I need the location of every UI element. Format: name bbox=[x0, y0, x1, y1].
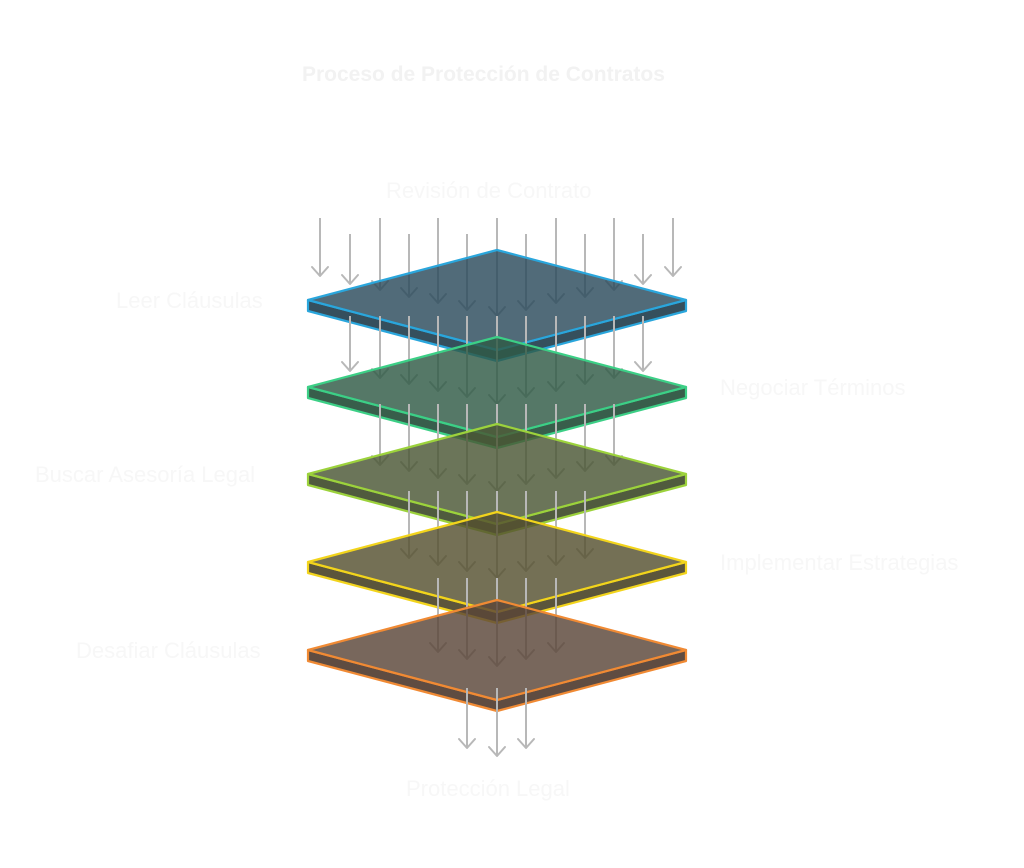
layer-label-1: Leer Cláusulas bbox=[116, 288, 263, 313]
layer-top-3 bbox=[306, 422, 688, 526]
layer-plate-3 bbox=[306, 422, 688, 537]
flow-arrow-layer-2-1 bbox=[341, 316, 359, 372]
diagram-title: Proceso de Protección de Contratos bbox=[302, 63, 665, 86]
flow-arrow-layer-1-13 bbox=[664, 218, 682, 277]
flow-arrow-layer-1-2 bbox=[341, 234, 359, 285]
output-arrow-1 bbox=[458, 688, 476, 749]
layer-label-5: Desafiar Cláusulas bbox=[76, 638, 261, 663]
layer-top-4 bbox=[306, 510, 688, 614]
flow-arrow-layer-2-11 bbox=[634, 316, 652, 372]
layer-top-1 bbox=[306, 248, 688, 352]
output-arrow-3 bbox=[517, 688, 535, 749]
layer-label-2: Negociar Términos bbox=[720, 375, 906, 400]
input-label: Revisión de Contrato bbox=[386, 178, 592, 203]
flow-arrow-layer-1-12 bbox=[634, 234, 652, 285]
layer-top-5 bbox=[306, 598, 688, 702]
flow-arrow-layer-1-1 bbox=[311, 218, 329, 277]
layer-label-3: Buscar Asesoría Legal bbox=[35, 462, 256, 487]
layer-label-4: Implementar Estrategias bbox=[720, 550, 959, 575]
output-label: Protección Legal bbox=[406, 776, 570, 801]
output-arrow-2 bbox=[488, 688, 506, 757]
layer-top-2 bbox=[306, 335, 688, 439]
